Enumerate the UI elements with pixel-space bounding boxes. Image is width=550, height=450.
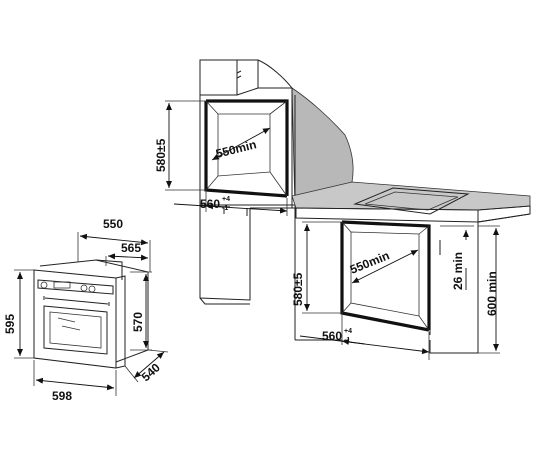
upper-cabinet: [199, 59, 296, 216]
label-under-depth: 550min: [348, 248, 392, 276]
label-oven-body-depth: 565: [121, 241, 141, 255]
oven-appliance: [33, 259, 149, 369]
label-wall-width: 560: [200, 197, 220, 211]
label-gap-min: 26 min: [451, 252, 465, 290]
label-wall-height: 580±5: [154, 138, 168, 172]
label-under-width-tol-plus: +4: [344, 328, 352, 335]
label-oven-width: 598: [52, 389, 72, 403]
label-oven-body-height: 570: [131, 312, 145, 332]
label-under-width-tol-minus: -1: [344, 337, 350, 344]
base-cabinet: [199, 205, 531, 354]
label-wall-width-tol-plus: +4: [222, 196, 230, 203]
label-under-width: 560: [322, 329, 342, 343]
label-oven-height: 595: [3, 314, 17, 334]
label-oven-body-width: 550: [103, 217, 123, 231]
dimension-lines: [14, 100, 500, 396]
label-under-height: 580±5: [291, 272, 305, 306]
label-wall-depth: 550min: [214, 137, 258, 161]
label-counter-height: 600 min: [485, 271, 499, 316]
dimension-labels: 580±5 550min 560 +4 -1 580±5 550min 560 …: [3, 137, 499, 403]
label-wall-width-tol-minus: -1: [222, 205, 228, 212]
worktop: [291, 181, 531, 223]
label-oven-depth: 540: [139, 360, 163, 384]
